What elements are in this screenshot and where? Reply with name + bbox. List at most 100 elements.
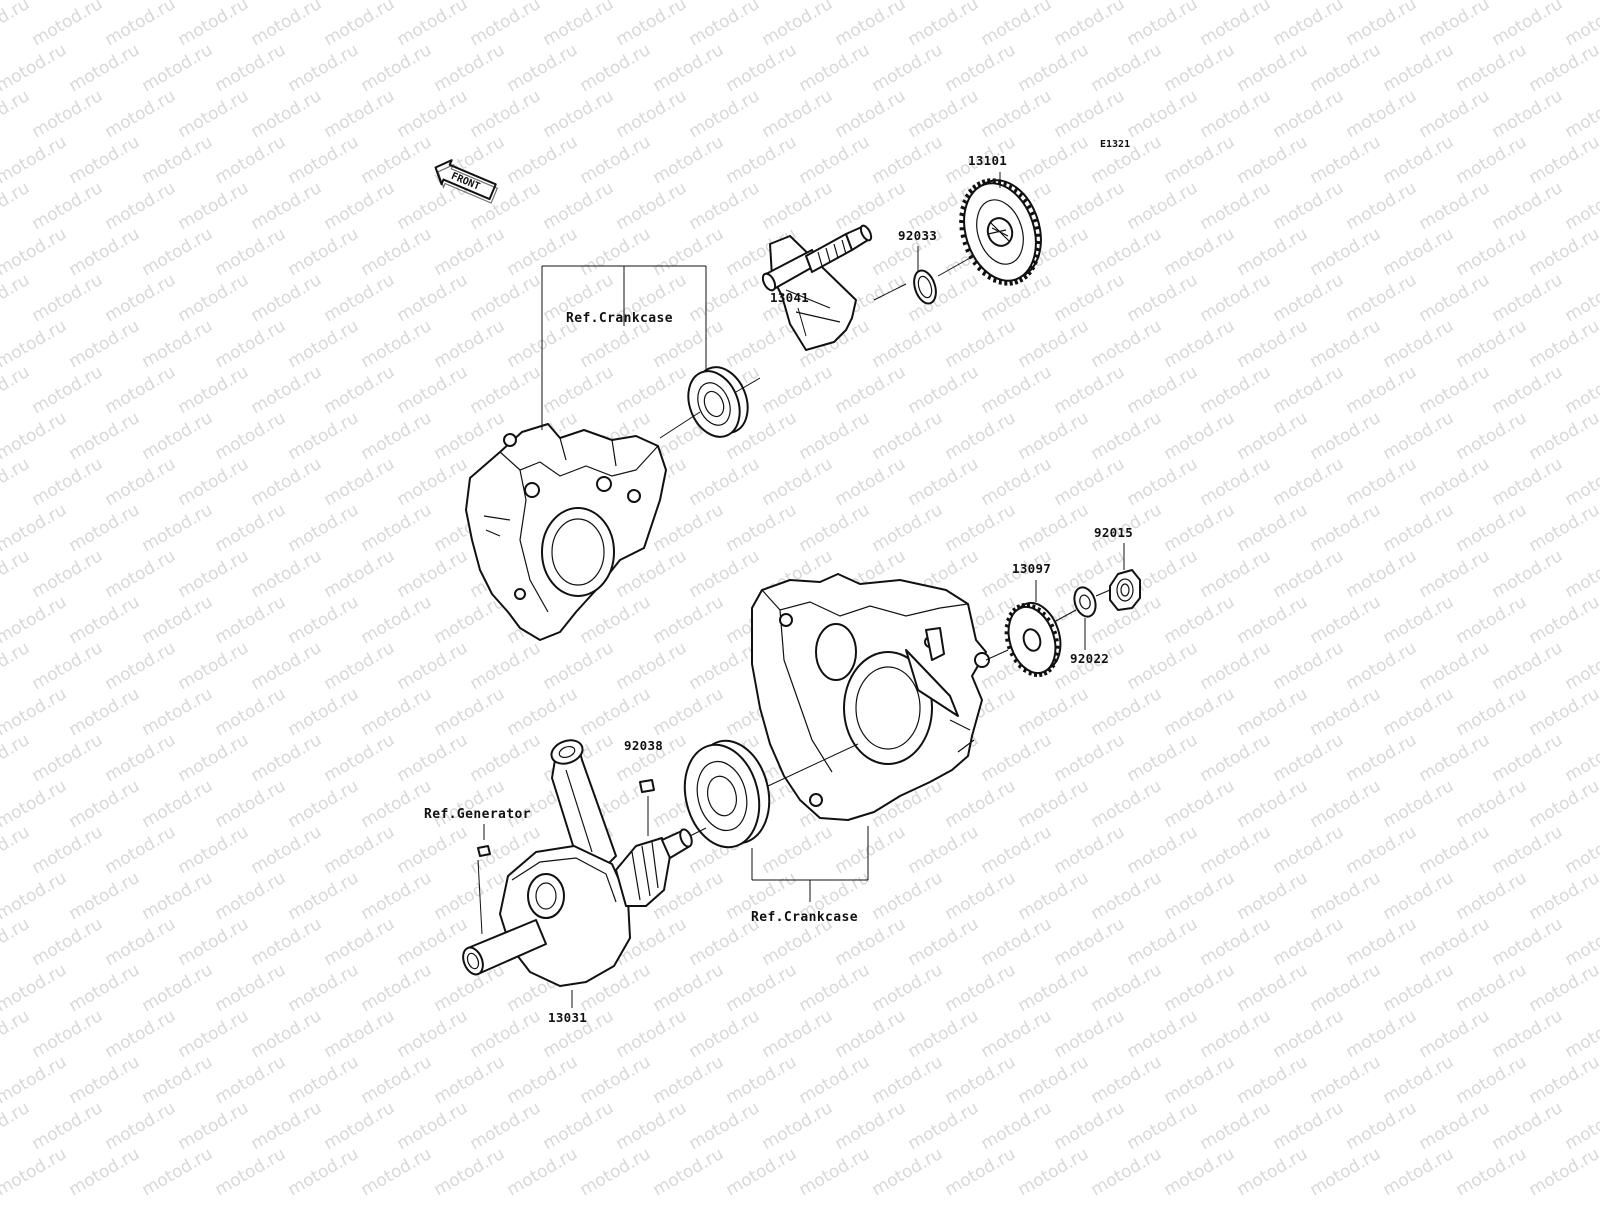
watermark-text: motod.ru xyxy=(942,868,1020,924)
watermark-text: motod.ru xyxy=(1380,0,1458,4)
watermark-text: motod.ru xyxy=(321,914,399,970)
watermark-text: motod.ru xyxy=(0,40,70,96)
watermark-text: motod.ru xyxy=(1307,132,1385,188)
watermark-text: motod.ru xyxy=(29,546,107,602)
watermark-text: motod.ru xyxy=(175,1098,253,1154)
watermark-text: motod.ru xyxy=(358,776,436,832)
watermark-text: motod.ru xyxy=(285,408,363,464)
watermark-text: motod.ru xyxy=(832,454,910,510)
gear-tooth xyxy=(1055,654,1059,655)
watermark-text: motod.ru xyxy=(66,592,144,648)
watermark-text: motod.ru xyxy=(1161,316,1239,372)
watermark-text: motod.ru xyxy=(139,868,217,924)
watermark-text: motod.ru xyxy=(66,316,144,372)
watermark-text: motod.ru xyxy=(1088,960,1166,1016)
watermark-text: motod.ru xyxy=(285,500,363,556)
watermark-text: motod.ru xyxy=(66,1144,144,1200)
watermark-text: motod.ru xyxy=(285,316,363,372)
watermark-text: motod.ru xyxy=(1453,224,1531,280)
watermark-text: motod.ru xyxy=(394,0,472,50)
watermark-text: motod.ru xyxy=(1234,132,1312,188)
watermark-text: motod.ru xyxy=(869,868,947,924)
watermark-text: motod.ru xyxy=(66,960,144,1016)
watermark-text: motod.ru xyxy=(66,40,144,96)
watermark-text: motod.ru xyxy=(1161,684,1239,740)
watermark-text: motod.ru xyxy=(139,500,217,556)
watermark-text: motod.ru xyxy=(1124,730,1202,786)
watermark-text: motod.ru xyxy=(467,362,545,418)
watermark-text: motod.ru xyxy=(1234,408,1312,464)
watermark-text: motod.ru xyxy=(1526,40,1600,96)
watermark-text: motod.ru xyxy=(1197,454,1275,510)
watermark-text: motod.ru xyxy=(1161,592,1239,648)
watermark-text: motod.ru xyxy=(175,270,253,326)
watermark-text: motod.ru xyxy=(1416,362,1494,418)
watermark-text: motod.ru xyxy=(1051,86,1129,142)
watermark-text: motod.ru xyxy=(1124,270,1202,326)
watermark-text: motod.ru xyxy=(248,270,326,326)
watermark-text: motod.ru xyxy=(0,868,70,924)
watermark-text: motod.ru xyxy=(832,178,910,234)
watermark-text: motod.ru xyxy=(1562,454,1600,510)
watermark-text: motod.ru xyxy=(942,316,1020,372)
watermark-text: motod.ru xyxy=(1307,1144,1385,1200)
watermark-text: motod.ru xyxy=(29,86,107,142)
watermark-text: motod.ru xyxy=(285,1144,363,1200)
watermark-text: motod.ru xyxy=(650,1144,728,1200)
watermark-text: motod.ru xyxy=(321,362,399,418)
watermark-text: motod.ru xyxy=(175,86,253,142)
gear-tooth xyxy=(1030,213,1034,215)
watermark-text: motod.ru xyxy=(869,40,947,96)
watermark-text: motod.ru xyxy=(832,1006,910,1062)
watermark-text: motod.ru xyxy=(1234,868,1312,924)
watermark-text: motod.ru xyxy=(248,546,326,602)
watermark-text: motod.ru xyxy=(540,362,618,418)
watermark-text: motod.ru xyxy=(1343,270,1421,326)
watermark-text: motod.ru xyxy=(1124,638,1202,694)
watermark-text: motod.ru xyxy=(1015,40,1093,96)
watermark-text: motod.ru xyxy=(321,270,399,326)
watermark-text: motod.ru xyxy=(1051,730,1129,786)
watermark-text: motod.ru xyxy=(0,1052,70,1108)
watermark-text: motod.ru xyxy=(1234,316,1312,372)
watermark-text: motod.ru xyxy=(1234,776,1312,832)
watermark-text: motod.ru xyxy=(796,0,874,4)
watermark-text: motod.ru xyxy=(1124,914,1202,970)
watermark-text: motod.ru xyxy=(358,408,436,464)
watermark-text: motod.ru xyxy=(1453,1144,1531,1200)
watermark-text: motod.ru xyxy=(321,546,399,602)
watermark-text: motod.ru xyxy=(1015,1052,1093,1108)
watermark-text: motod.ru xyxy=(759,0,837,50)
gear-tooth xyxy=(1054,659,1057,661)
watermark-text: motod.ru xyxy=(175,178,253,234)
watermark-text: motod.ru xyxy=(1015,776,1093,832)
part-number-92038: 92038 xyxy=(624,738,663,753)
part-number-92033: 92033 xyxy=(898,228,937,243)
watermark-text: motod.ru xyxy=(1562,730,1600,786)
gear-tooth xyxy=(978,182,980,186)
watermark-text: motod.ru xyxy=(431,776,509,832)
part-number-92015: 92015 xyxy=(1094,525,1133,540)
watermark-text: motod.ru xyxy=(394,638,472,694)
watermark-text: motod.ru xyxy=(1416,0,1494,50)
watermark-text: motod.ru xyxy=(1380,868,1458,924)
watermark-text: motod.ru xyxy=(978,86,1056,142)
gear-tooth xyxy=(1045,671,1047,675)
watermark-text: motod.ru xyxy=(212,960,290,1016)
watermark-text: motod.ru xyxy=(321,638,399,694)
watermark-text: motod.ru xyxy=(1343,1006,1421,1062)
watermark-text: motod.ru xyxy=(869,960,947,1016)
watermark-text: motod.ru xyxy=(978,454,1056,510)
watermark-text: motod.ru xyxy=(1380,960,1458,1016)
watermark-text: motod.ru xyxy=(102,638,180,694)
watermark-text: motod.ru xyxy=(650,40,728,96)
watermark-text: motod.ru xyxy=(1197,730,1275,786)
watermark-text: motod.ru xyxy=(66,224,144,280)
watermark-text: motod.ru xyxy=(285,684,363,740)
watermark-text: motod.ru xyxy=(1343,638,1421,694)
watermark-text: motod.ru xyxy=(1489,454,1567,510)
watermark-text: motod.ru xyxy=(358,684,436,740)
watermark-text: motod.ru xyxy=(285,960,363,1016)
watermark-text: motod.ru xyxy=(212,132,290,188)
watermark-text: motod.ru xyxy=(394,822,472,878)
